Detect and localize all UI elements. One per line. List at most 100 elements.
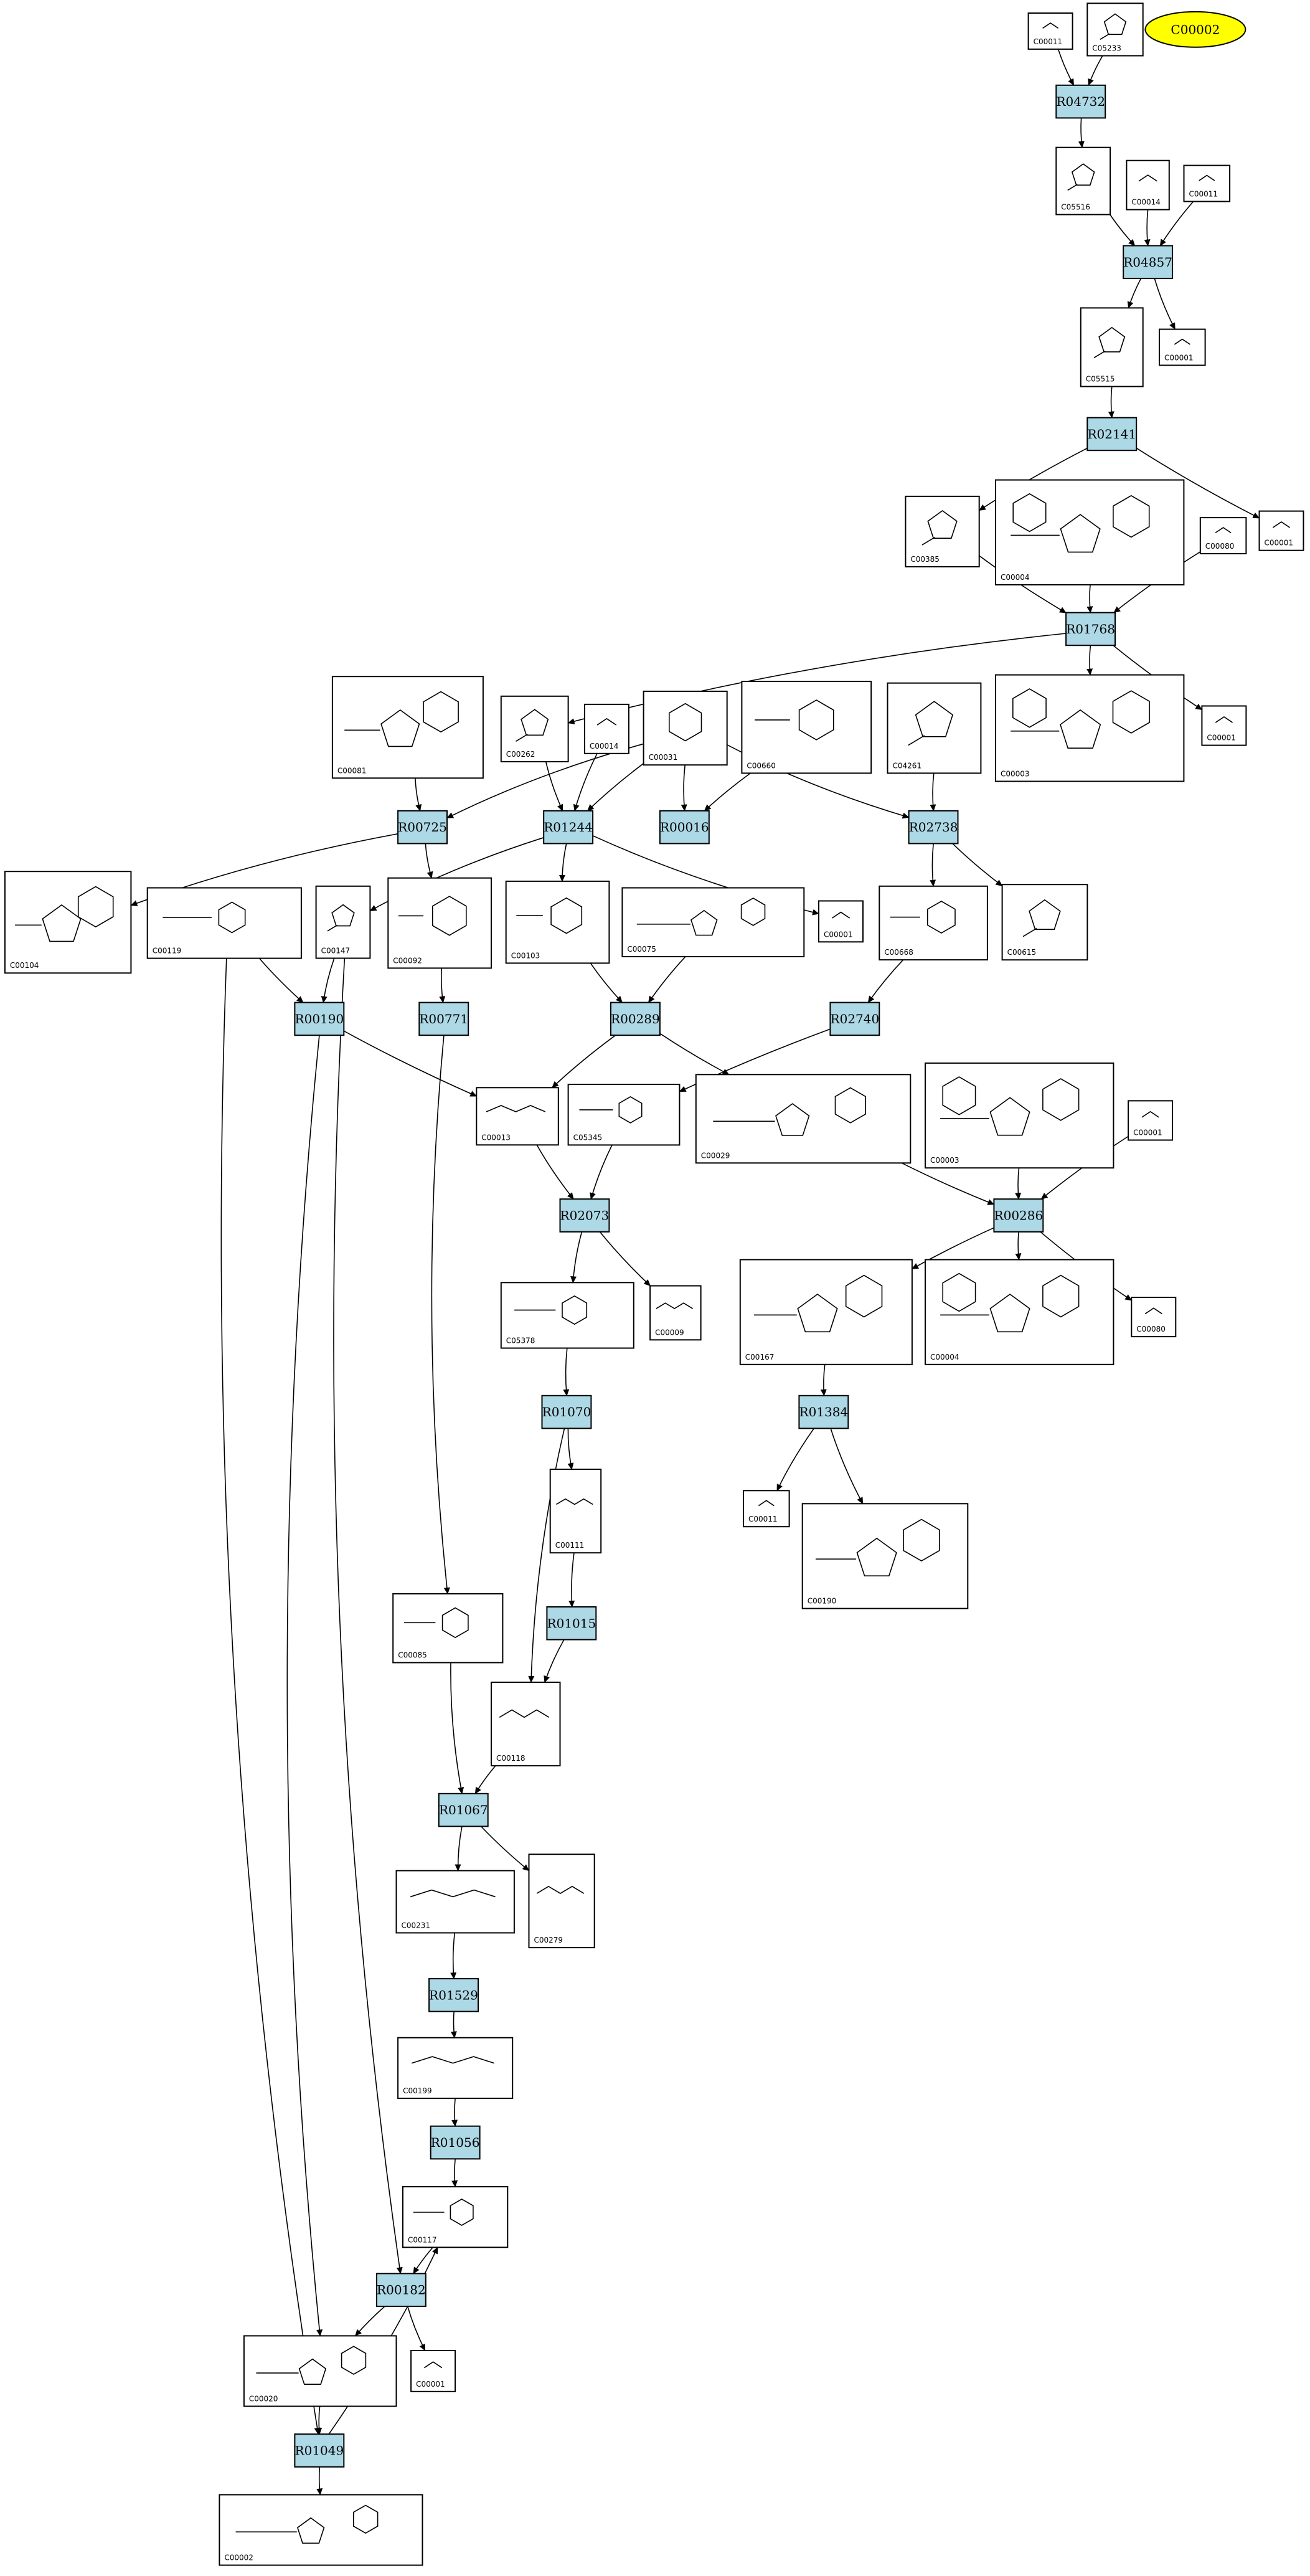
reaction-id: R01049: [295, 2443, 344, 2458]
compound-id: C00031: [649, 753, 678, 762]
reaction-node[interactable]: R01529: [428, 1978, 479, 2012]
reaction-node[interactable]: R02740: [829, 1002, 880, 1036]
compound-id: C00092: [393, 956, 422, 965]
reaction-node[interactable]: R00771: [418, 1002, 469, 1036]
compound-node[interactable]: C00013: [476, 1087, 559, 1146]
compound-node[interactable]: C00118: [491, 1682, 561, 1767]
reaction-node[interactable]: R00725: [397, 810, 448, 845]
structure-sketch: [596, 717, 617, 726]
compound-node[interactable]: C00119: [146, 887, 302, 959]
compound-node[interactable]: C00081: [331, 676, 484, 779]
reaction-node[interactable]: R01070: [541, 1395, 592, 1429]
compound-node[interactable]: C00385: [905, 495, 980, 568]
compound-node[interactable]: C00262: [500, 695, 569, 763]
compound-node[interactable]: C00615: [1001, 884, 1088, 961]
compound-id: C00199: [403, 2086, 432, 2095]
compound-node[interactable]: C05233: [1086, 2, 1144, 57]
reaction-node[interactable]: R00016: [659, 810, 710, 845]
reaction-node[interactable]: R00286: [993, 1198, 1044, 1233]
reaction-id: R00725: [398, 820, 447, 835]
reaction-node[interactable]: R01768: [1065, 612, 1116, 646]
compound-node[interactable]: C00279: [528, 1854, 595, 1949]
compound-node[interactable]: C00029: [695, 1074, 912, 1164]
reaction-id: R02738: [909, 820, 958, 835]
reaction-node[interactable]: R00190: [294, 1002, 345, 1036]
compound-node[interactable]: C00103: [505, 880, 610, 964]
reaction-node[interactable]: R04857: [1123, 245, 1174, 280]
reaction-node[interactable]: R01056: [430, 2125, 481, 2160]
reaction-edge: [820, 1364, 827, 1396]
reaction-node[interactable]: R02141: [1086, 417, 1138, 452]
compound-node[interactable]: C05516: [1055, 146, 1111, 215]
structure-sketch: [1093, 326, 1126, 359]
reaction-node[interactable]: R01049: [294, 2433, 345, 2468]
compound-id: C00615: [1007, 948, 1037, 957]
compound-id: C00003: [1001, 770, 1030, 779]
compound-node[interactable]: C00001: [1201, 705, 1247, 746]
reaction-node[interactable]: R00289: [610, 1002, 661, 1036]
compound-node[interactable]: C00003: [925, 1062, 1114, 1169]
reaction-node[interactable]: R01067: [438, 1792, 489, 1827]
highlight-compound[interactable]: C00002: [1144, 11, 1246, 48]
reaction-node[interactable]: R02738: [908, 810, 959, 845]
compound-node[interactable]: C00117: [402, 2186, 509, 2248]
compound-node[interactable]: C00004: [995, 479, 1185, 585]
compound-node[interactable]: C00001: [1258, 510, 1304, 551]
compound-id: C00660: [747, 761, 776, 770]
compound-node[interactable]: C00080: [1199, 517, 1247, 554]
reaction-id: R01529: [429, 1987, 478, 2002]
compound-node[interactable]: C05515: [1080, 307, 1144, 387]
compound-node[interactable]: C00020: [243, 2335, 397, 2407]
compound-node[interactable]: C00001: [818, 900, 864, 943]
compound-node[interactable]: C00167: [739, 1259, 913, 1365]
compound-node[interactable]: C00668: [879, 885, 988, 961]
compound-node[interactable]: C00199: [397, 2037, 514, 2099]
compound-node[interactable]: C00190: [801, 1503, 969, 1609]
compound-node[interactable]: C00003: [995, 674, 1185, 782]
compound-node[interactable]: C05345: [567, 1084, 681, 1146]
reaction-id: R01015: [547, 1616, 596, 1631]
compound-node[interactable]: C05378: [500, 1282, 634, 1349]
compound-node[interactable]: C00080: [1131, 1297, 1177, 1338]
compound-node[interactable]: C00001: [410, 2350, 456, 2392]
compound-node[interactable]: C04261: [887, 682, 982, 774]
compound-id: C00011: [748, 1515, 778, 1523]
reaction-edge: [590, 962, 623, 1003]
compound-node[interactable]: C00147: [315, 885, 371, 959]
reaction-node[interactable]: R00182: [375, 2273, 426, 2307]
compound-node[interactable]: C00011: [743, 1490, 790, 1528]
compound-node[interactable]: C00092: [387, 877, 492, 969]
compound-node[interactable]: C00004: [925, 1259, 1114, 1365]
reaction-node[interactable]: R01244: [543, 810, 594, 845]
compound-node[interactable]: C00104: [4, 871, 132, 974]
reaction-node[interactable]: R04732: [1055, 84, 1106, 119]
compound-node[interactable]: C00001: [1128, 1100, 1174, 1141]
compound-node[interactable]: C00075: [621, 887, 805, 957]
compound-node[interactable]: C00014: [583, 703, 629, 754]
compound-node[interactable]: C00011: [1183, 164, 1231, 202]
compound-node[interactable]: C00009: [649, 1285, 702, 1341]
reaction-edge: [220, 958, 321, 2435]
reaction-node[interactable]: R02073: [559, 1198, 610, 1233]
compound-node[interactable]: C00231: [395, 1870, 515, 1934]
compound-node[interactable]: C00111: [549, 1469, 602, 1554]
reaction-node[interactable]: R01015: [546, 1606, 597, 1641]
structure-sketch: [753, 1274, 883, 1333]
compound-id: C05378: [506, 1337, 535, 1345]
reaction-edge: [355, 2306, 385, 2337]
structure-sketch: [1174, 338, 1190, 345]
reaction-edge: [648, 956, 686, 1003]
structure-sketch: [423, 2361, 443, 2369]
compound-node[interactable]: C00011: [1027, 12, 1073, 50]
compound-node[interactable]: C00031: [643, 690, 728, 766]
structure-sketch: [755, 699, 834, 741]
reaction-edge: [415, 778, 422, 812]
structure-sketch: [398, 896, 467, 936]
reaction-edge: [901, 1162, 995, 1205]
compound-node[interactable]: C00001: [1159, 328, 1206, 366]
compound-node[interactable]: C00002: [219, 2494, 423, 2566]
reaction-node[interactable]: R01384: [798, 1395, 849, 1429]
compound-node[interactable]: C00660: [741, 681, 872, 774]
compound-node[interactable]: C00085: [392, 1593, 504, 1664]
compound-node[interactable]: C00014: [1126, 159, 1170, 211]
